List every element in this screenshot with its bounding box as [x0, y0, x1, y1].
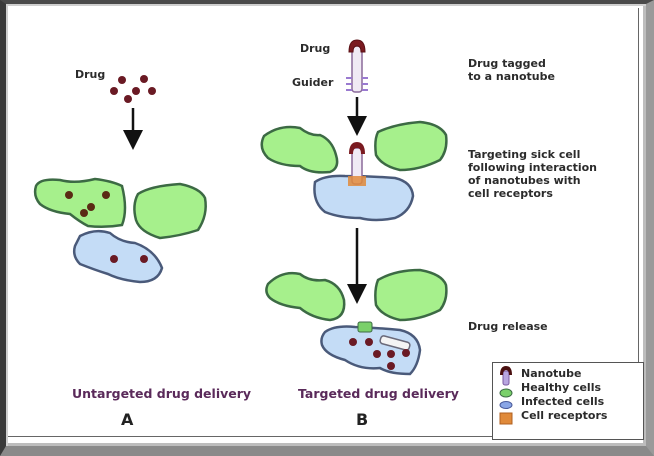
step-1-text: Drug tagged to a nanotube: [468, 57, 555, 83]
panel-letter-a: A: [121, 410, 134, 429]
panel-letter-b: B: [356, 410, 369, 429]
infected-cell-icon: [499, 401, 513, 409]
caption-a: Untargeted drug delivery: [72, 386, 252, 401]
drug-particle: [80, 209, 88, 217]
guider-label: Guider: [292, 76, 334, 89]
healthy-cell-b1: [260, 125, 339, 174]
drug-particle: [118, 76, 126, 84]
panel-a-drug-particles: [110, 75, 156, 103]
drug-particle: [87, 203, 95, 211]
legend-icons: [499, 366, 513, 425]
drug-particle: [373, 350, 381, 358]
empty-nanotube: [379, 335, 411, 351]
drug-particle: [365, 338, 373, 346]
drug-particle: [148, 87, 156, 95]
healthy-cell-icon: [499, 388, 513, 398]
healthy-cell-b4: [374, 268, 448, 322]
healthy-cell-b2: [374, 120, 448, 172]
legend-item-nanotube: Nanotube: [521, 367, 582, 380]
legend: Nanotube Healthy cells Infected cells Ce…: [492, 362, 644, 440]
drug-particle: [349, 338, 357, 346]
legend-item-healthy-cells: Healthy cells: [521, 381, 602, 394]
drug-label-b: Drug: [300, 42, 331, 55]
caption-b: Targeted drug delivery: [298, 386, 459, 401]
drug-particle: [110, 255, 118, 263]
released-receptor: [357, 321, 373, 333]
drug-particle: [132, 87, 140, 95]
healthy-cell-b3: [265, 271, 346, 322]
drug-particle: [65, 191, 73, 199]
healthy-cell-a1: [33, 177, 127, 229]
nanotube-icon: [500, 366, 512, 386]
legend-item-cell-receptors: Cell receptors: [521, 409, 608, 422]
drug-particle: [140, 75, 148, 83]
healthy-cell-a2: [133, 182, 207, 240]
drug-particle: [110, 87, 118, 95]
nanotube-docked: [348, 142, 366, 186]
legend-item-infected-cells: Infected cells: [521, 395, 605, 408]
drug-label-a: Drug: [75, 68, 106, 81]
step-2-text: Targeting sick cell following interactio…: [468, 148, 598, 200]
drug-particle: [140, 255, 148, 263]
drug-particle: [387, 362, 395, 370]
step-3-text: Drug release: [468, 320, 548, 333]
drug-particle: [402, 349, 410, 357]
drug-particle: [387, 350, 395, 358]
diagram-border: [8, 8, 639, 437]
drug-particle: [124, 95, 132, 103]
drug-particle: [102, 191, 110, 199]
nanotube-top: [346, 39, 368, 93]
cell-receptor-icon: [499, 412, 513, 425]
infected-cell-a: [72, 229, 164, 284]
